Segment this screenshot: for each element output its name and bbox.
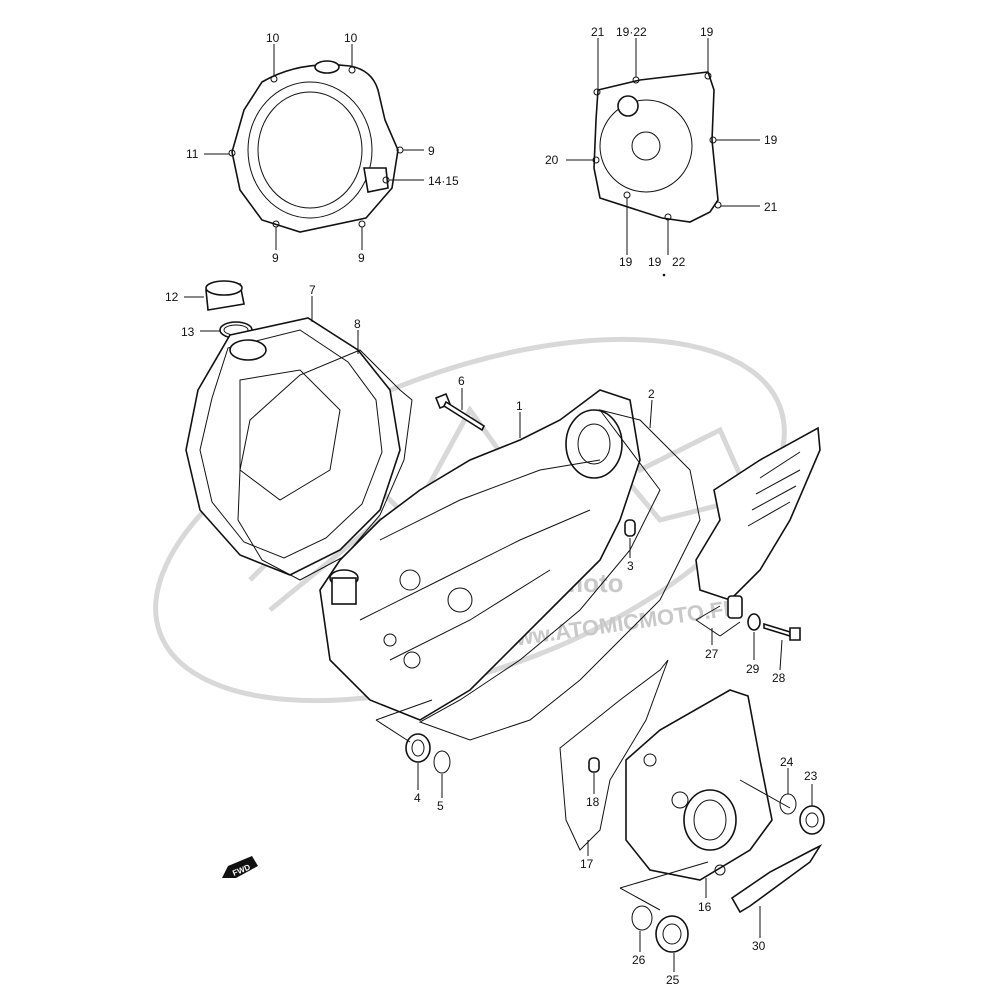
separator-dot bbox=[662, 273, 666, 277]
callout-label: 13 bbox=[181, 325, 195, 339]
callout-label: 19 bbox=[700, 25, 714, 39]
callout-label: 9 bbox=[358, 251, 365, 265]
oil-filler-cap bbox=[205, 280, 253, 339]
callout-label: 21 bbox=[591, 25, 605, 39]
dowel-pin bbox=[624, 519, 636, 537]
callout-label: 28 bbox=[772, 671, 786, 685]
side-cover bbox=[625, 689, 773, 881]
callout-label: 8 bbox=[354, 317, 361, 331]
callout-label: 19 bbox=[619, 255, 633, 269]
cover-gasket bbox=[237, 349, 413, 581]
bolt bbox=[434, 392, 486, 432]
assembly-lines bbox=[375, 605, 791, 911]
callout-label: 19 bbox=[648, 255, 662, 269]
generator-cover bbox=[592, 71, 722, 223]
callout-label: 10 bbox=[344, 31, 358, 45]
dowel-pin-18 bbox=[588, 757, 600, 773]
callout-label: 12 bbox=[165, 290, 179, 304]
inspection-plug-small bbox=[779, 793, 825, 835]
sprocket-guard bbox=[695, 426, 821, 641]
inspection-plug-large bbox=[631, 905, 689, 953]
crankcase-gasket bbox=[418, 409, 701, 741]
callout-label: 17 bbox=[580, 857, 594, 871]
callout-label: 21 bbox=[764, 200, 778, 214]
clutch-cover bbox=[228, 60, 404, 233]
leader-lines bbox=[184, 38, 813, 972]
callout-label: 4 bbox=[414, 791, 421, 805]
callout-label: 10 bbox=[266, 31, 280, 45]
callout-label: 19 bbox=[764, 133, 778, 147]
callout-label: 20 bbox=[545, 153, 559, 167]
callout-label: 18 bbox=[586, 795, 600, 809]
callout-label: 22 bbox=[672, 255, 686, 269]
callout-label: 19·22 bbox=[616, 25, 647, 39]
fwd-direction-arrow: FWD bbox=[222, 856, 258, 878]
callout-label: 9 bbox=[272, 251, 279, 265]
callout-labels: 10 10 11 9 14·15 9 9 21 19·22 19 19 20 2… bbox=[165, 25, 818, 987]
callout-label: 24 bbox=[780, 755, 794, 769]
callout-label: 9 bbox=[428, 144, 435, 158]
callout-label: 5 bbox=[437, 799, 444, 813]
callout-label: 29 bbox=[746, 662, 760, 676]
bracket bbox=[730, 844, 823, 914]
callout-label: 25 bbox=[666, 973, 680, 987]
callout-label: 27 bbox=[705, 647, 719, 661]
callout-label: 26 bbox=[632, 953, 646, 967]
callout-label: 1 bbox=[516, 399, 523, 413]
callout-label: 14·15 bbox=[428, 174, 459, 188]
callout-label: 30 bbox=[752, 939, 766, 953]
callout-label: 11 bbox=[186, 147, 199, 161]
callout-label: 2 bbox=[648, 387, 655, 401]
callout-label: 7 bbox=[309, 283, 316, 297]
side-cover-gasket bbox=[559, 659, 669, 851]
callout-label: 3 bbox=[627, 559, 634, 573]
crankcase bbox=[319, 389, 641, 721]
callout-label: 6 bbox=[458, 374, 465, 388]
callout-label: 16 bbox=[698, 900, 712, 914]
callout-label: 23 bbox=[804, 769, 818, 783]
oil-seal bbox=[405, 733, 451, 774]
